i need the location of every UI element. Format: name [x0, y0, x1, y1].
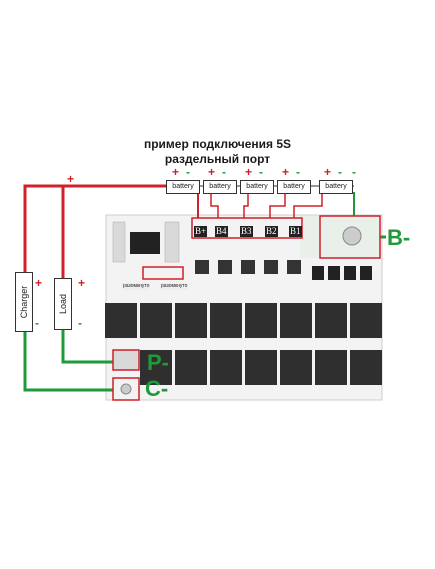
positive-wire [23, 184, 168, 272]
bminus-pad-highlight [319, 215, 381, 259]
b2-wire [269, 192, 286, 218]
battery-2-minus: - [222, 165, 226, 179]
cminus-wire [23, 330, 113, 392]
battery-5-plus: + [324, 165, 332, 179]
terminal-b1: B1 [289, 226, 302, 237]
terminal-b2: B2 [265, 226, 278, 237]
cminus-pad-highlight [112, 377, 140, 401]
pminus-wire [61, 328, 118, 364]
battery-2-plus: + [208, 165, 216, 179]
battery-pack-minus: - [352, 165, 356, 179]
terminal-highlight [191, 217, 303, 239]
mosfet-row-top [105, 303, 382, 338]
title-line-2: раздельный порт [164, 152, 271, 166]
port-p-minus: P- [147, 350, 169, 375]
load-minus-marker: - [78, 316, 82, 330]
battery-3-plus: + [245, 165, 253, 179]
terminal-bplus: B+ [194, 226, 208, 237]
load-box: Load [54, 278, 72, 330]
battery-cell-5: battery [319, 180, 353, 194]
load-label: Load [58, 293, 68, 315]
controller-chip [130, 232, 160, 254]
main-positive-marker: + [67, 172, 75, 186]
battery-cell-4: battery [277, 180, 311, 194]
battery-3-minus: - [259, 165, 263, 179]
mosfet-row-bottom [140, 350, 382, 385]
battery-1-plus: + [172, 165, 180, 179]
pminus-pad-highlight [112, 349, 140, 371]
jumper-label-2: разомкнуто [160, 283, 189, 290]
b3-wire [243, 192, 249, 218]
title-line-1: пример подключения 5S [143, 137, 292, 151]
charger-plus-marker: + [35, 276, 43, 290]
b1-wire [293, 192, 323, 218]
port-b-minus: B- [387, 225, 411, 250]
charger-box: Charger [15, 272, 33, 332]
b4-wire [210, 192, 219, 218]
terminal-b4: B4 [215, 226, 228, 237]
battery-cell-3: battery [240, 180, 274, 194]
charger-minus-marker: - [35, 316, 39, 330]
battery-1-minus: - [186, 165, 190, 179]
load-plus-marker: + [78, 276, 86, 290]
port-c-minus: C- [145, 376, 169, 401]
battery-4-minus: - [296, 165, 300, 179]
battery-cell-2: battery [203, 180, 237, 194]
terminal-b3: B3 [240, 226, 253, 237]
charger-label: Charger [19, 285, 29, 319]
jumper-label-1: разомкнуто [122, 283, 151, 290]
battery-cell-1: battery [166, 180, 200, 194]
jumper-highlight [142, 266, 184, 280]
battery-4-plus: + [282, 165, 290, 179]
battery-5-minus: - [338, 165, 342, 179]
